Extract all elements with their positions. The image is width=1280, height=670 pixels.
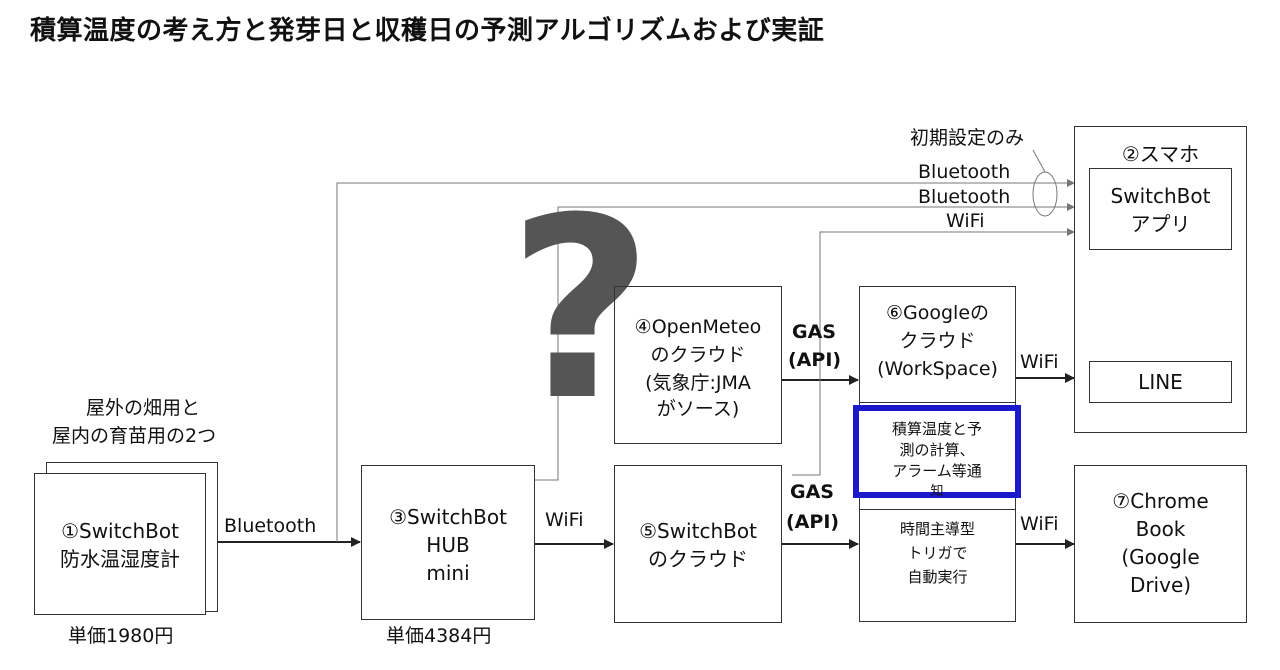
label-bluetooth-sensor-hub: Bluetooth — [224, 515, 317, 537]
calc-line3: アラーム等通 — [892, 462, 982, 480]
label-init-only: 初期設定のみ — [910, 127, 1025, 149]
sensor-type: 防水温湿度計 — [60, 547, 180, 571]
line-bluetooth-sensor-phone — [336, 179, 1075, 542]
chromebook-box: ⑦Chrome Book (Google Drive) — [1074, 465, 1247, 623]
hub-box: ③SwitchBot HUB mini — [361, 465, 535, 620]
label-bluetooth-top-1: Bluetooth — [918, 161, 1011, 183]
calc-line2: 測の計算、 — [899, 441, 975, 459]
openmeteo-line2: のクラウド — [650, 344, 746, 366]
calc-line4: 知 — [930, 484, 944, 499]
label-wifi-google-phone: WiFi — [1020, 351, 1059, 373]
switchbot-cloud-line1: ⑤SwitchBot — [639, 519, 757, 543]
line-bluetooth-hub-phone — [535, 203, 1075, 481]
openmeteo-line1: ④OpenMeteo — [634, 316, 762, 338]
hub-price: 単価4384円 — [386, 625, 492, 647]
hub-line3: mini — [426, 561, 470, 585]
google-line3: (WorkSpace) — [877, 358, 998, 380]
openmeteo-line4: がソース) — [656, 398, 740, 420]
chromebook-line1: ⑦Chrome — [1112, 489, 1209, 513]
switchbot-cloud-line2: のクラウド — [648, 547, 748, 571]
switchbot-cloud-box: ⑤SwitchBot のクラウド — [614, 465, 782, 623]
trigger-line1: 時間主導型 — [899, 520, 975, 538]
sensor-price: 単価1980円 — [68, 625, 174, 647]
chromebook-line4: Drive) — [1129, 573, 1192, 597]
hub-line1: ③SwitchBot — [389, 505, 507, 529]
sensor-note-1: 屋外の畑用と — [86, 397, 201, 419]
sensor-note-2: 屋内の育苗用の2つ — [52, 425, 217, 447]
init-only-pointer — [1032, 149, 1046, 173]
calc-highlight-box: 積算温度と予 測の計算、 アラーム等通 知 — [853, 405, 1021, 499]
openmeteo-box: ④OpenMeteo のクラウド (気象庁:JMA がソース) — [614, 286, 782, 444]
line-wifi-cloud-phone — [792, 228, 1075, 476]
app-line1: SwitchBot — [1110, 184, 1211, 208]
sensor-name: ①SwitchBot — [61, 519, 179, 543]
calc-line1: 積算温度と予 — [891, 420, 982, 438]
google-line2: クラウド — [899, 330, 976, 352]
label-wifi-top: WiFi — [946, 210, 985, 232]
switchbot-app-box: SwitchBot アプリ — [1089, 168, 1232, 250]
line-app-label: LINE — [1138, 370, 1183, 394]
init-only-ellipse — [1032, 171, 1058, 217]
label-wifi-google-chromebook: WiFi — [1020, 513, 1059, 535]
label-wifi-hub-cloud: WiFi — [545, 509, 584, 531]
google-line1: ⑥Googleの — [885, 302, 990, 324]
question-mark: ? — [508, 164, 654, 455]
phone-title: ②スマホ — [1121, 142, 1200, 166]
chromebook-line3: (Google — [1121, 545, 1200, 569]
label-api-1: (API) — [788, 349, 842, 371]
label-gas-1: GAS — [792, 321, 836, 343]
sensor-box: ①SwitchBot 防水温湿度計 — [34, 473, 206, 615]
app-line2: アプリ — [1130, 212, 1191, 236]
page-title: 積算温度の考え方と発芽日と収穫日の予測アルゴリズムおよび実証 — [30, 16, 825, 46]
openmeteo-line3: (気象庁:JMA — [645, 372, 751, 394]
trigger-line2: トリガで — [907, 544, 968, 562]
hub-line2: HUB — [426, 533, 470, 557]
label-gas-2: GAS — [790, 481, 834, 503]
chromebook-line2: Book — [1135, 517, 1186, 541]
trigger-line3: 自動実行 — [907, 568, 968, 586]
label-api-2: (API) — [786, 511, 840, 533]
label-bluetooth-top-2: Bluetooth — [918, 186, 1011, 208]
line-app-box: LINE — [1089, 361, 1232, 403]
